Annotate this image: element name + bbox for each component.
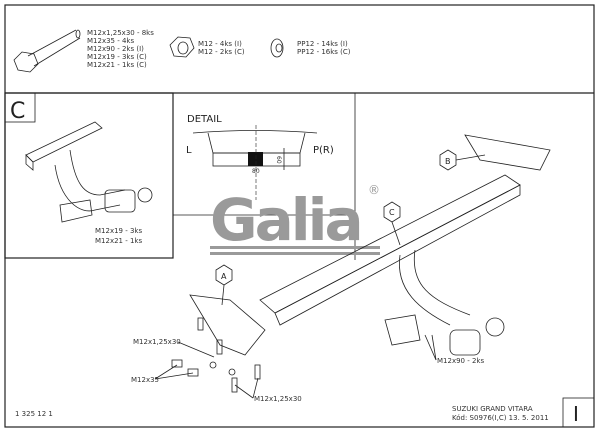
bolt-spec: M12x90 - 2ks (I) (87, 45, 144, 53)
bumper-section (192, 125, 318, 200)
detail-frame (173, 92, 356, 260)
panel-c (4, 92, 174, 259)
product-code: Kód: S0976(I,C) 13. 5. 2011 (452, 414, 549, 422)
bolt-spec: M12x19 - 3ks (C) (87, 53, 147, 61)
callout-b: B (439, 149, 486, 171)
panel-c-letter-box (4, 92, 36, 123)
vehicle-name: SUZUKI GRAND VITARA (452, 405, 533, 413)
nut-spec: M12 - 4ks (I) (198, 40, 242, 48)
leader-lines (154, 334, 437, 399)
panel-c-letter: C (10, 99, 25, 124)
washer-icon (270, 38, 284, 58)
callout-b-label: B (445, 157, 451, 166)
fastener-icons (171, 317, 261, 393)
label-m12x125x30-top: M12x1,25x30 (133, 338, 181, 346)
panel-c-label: M12x21 - 1ks (95, 237, 142, 245)
galia-logo: Galia ® (210, 183, 380, 255)
callout-a-label: A (221, 272, 227, 281)
washer-spec: PP12 - 16ks (C) (297, 48, 351, 56)
variant-box (562, 397, 595, 428)
detail-title: DETAIL (187, 114, 222, 125)
nut-icon (169, 36, 195, 58)
detail-width-dim: 80 (252, 168, 260, 175)
callout-c: C (383, 201, 401, 246)
variant-label: I (573, 402, 579, 426)
towbar-main-beam (189, 134, 551, 356)
detail-left-label: L (186, 145, 192, 156)
bolt-spec: M12x1,25x30 - 8ks (87, 29, 154, 37)
svg-text:®: ® (368, 183, 380, 197)
bolt-spec: M12x35 - 4ks (87, 37, 134, 45)
svg-text:Galia: Galia (210, 186, 361, 254)
label-m12x90: M12x90 - 2ks (437, 357, 484, 365)
callout-c-label: C (389, 208, 395, 217)
bolt-spec: M12x21 - 1ks (C) (87, 61, 147, 69)
washer-spec: PP12 - 14ks (I) (297, 40, 348, 48)
callout-a: A (215, 264, 233, 306)
nut-spec: M12 - 2ks (C) (198, 48, 245, 56)
detail-height-dim: 60 (275, 156, 282, 164)
panel-c-label: M12x19 - 3ks (95, 227, 142, 235)
label-m12x35: M12x35 (131, 376, 159, 384)
label-m12x125x30-bottom: M12x1,25x30 (254, 395, 302, 403)
detail-right-label: P(R) (313, 145, 334, 156)
bolt-icon (13, 29, 81, 73)
drawing-number: 1 325 12 1 (15, 410, 53, 418)
towbar-detail-c (25, 121, 153, 223)
